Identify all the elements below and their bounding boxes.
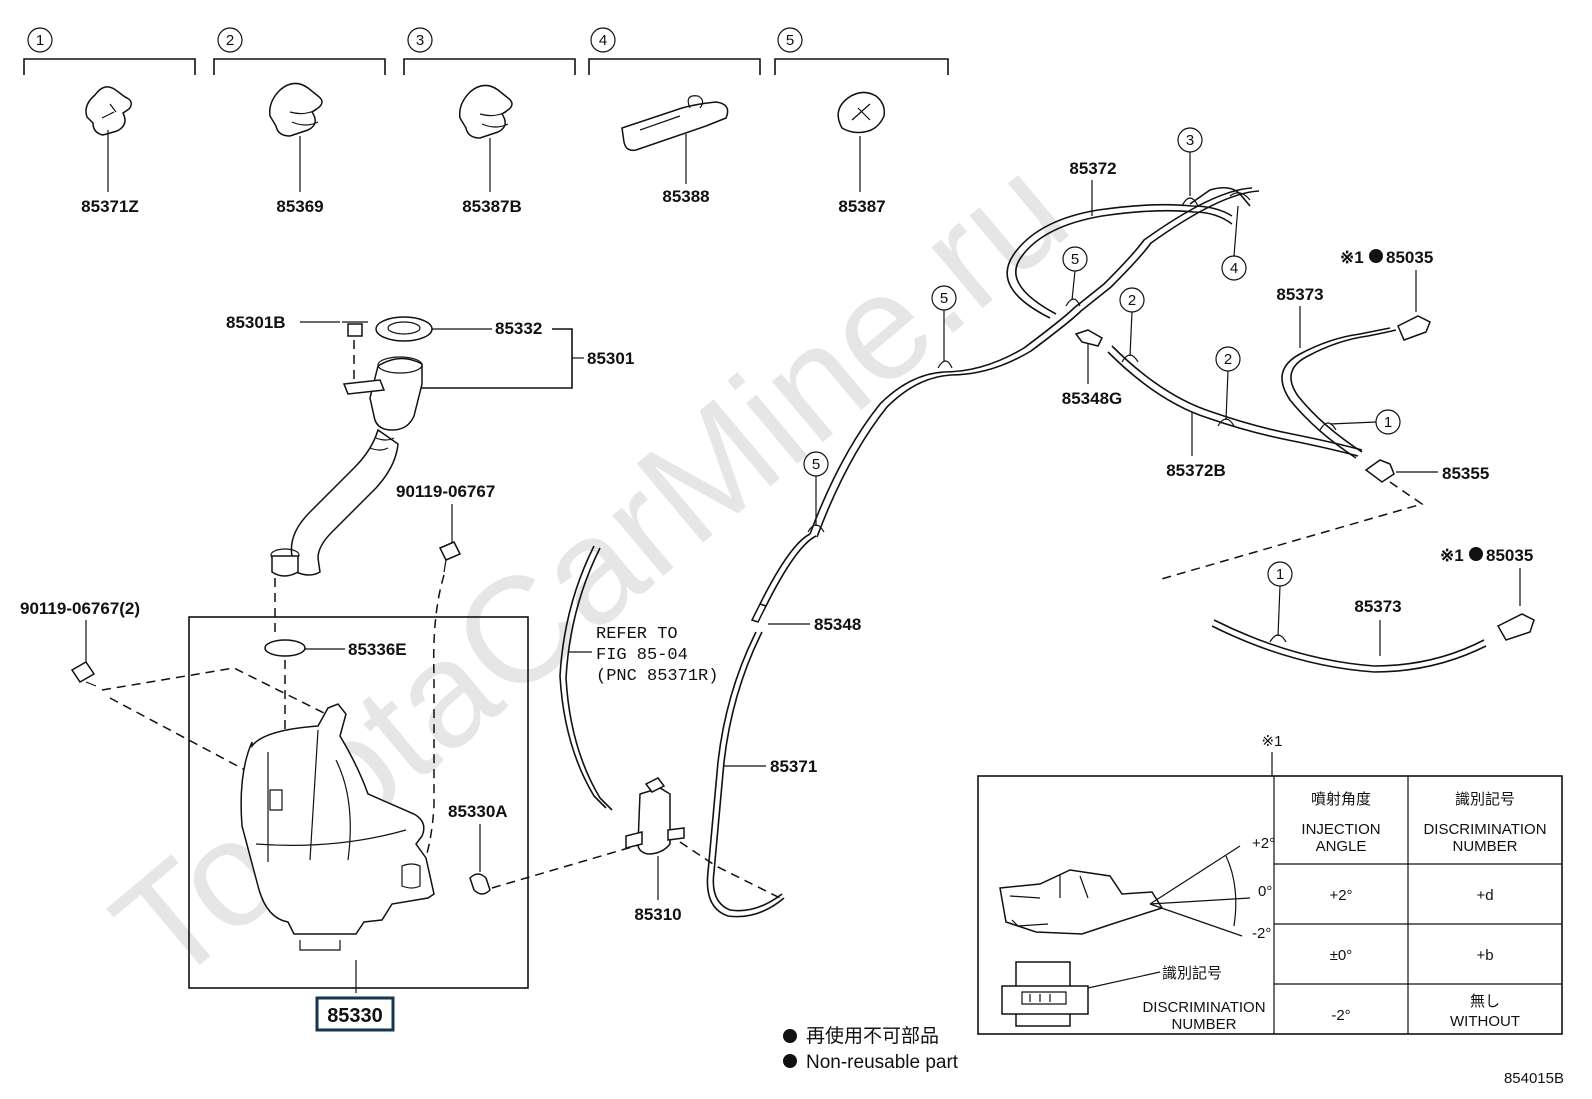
part-85355: 85355 [1442, 464, 1489, 483]
part-85310: 85310 [634, 905, 681, 924]
circle-label: 4 [599, 32, 607, 49]
note-mark-top: ※1 [1340, 248, 1364, 267]
part-85369: 85369 [276, 197, 323, 216]
part-85348G: 85348G [1062, 389, 1123, 408]
hose-85373-top: 85373 1 [1276, 285, 1401, 459]
legend-jp: 再使用不可部品 [806, 1025, 939, 1047]
col2-jp: 識別記号 [1455, 791, 1515, 808]
clip-type-2: 2 85369 [213, 27, 386, 216]
part-85372B: 85372B [1166, 461, 1226, 480]
part-90119-06767: 90119-06767 [396, 482, 495, 501]
grommet-85330A: 85330A [448, 802, 643, 895]
clip-type-4: 4 85388 [588, 27, 761, 206]
legend: 再使用不可部品 Non-reusable part [783, 1025, 959, 1073]
refer-line2: FIG 85-04 [596, 646, 688, 665]
reservoir-box: 85336E [188, 578, 529, 993]
circle-2a: 2 [1128, 292, 1136, 309]
filler-neck-assembly: 85301B 85332 85301 [226, 313, 634, 577]
row2-mark: +b [1476, 947, 1493, 964]
bolt-90119-top: 90119-06767 [396, 482, 495, 876]
clip-type-5: 5 85387 [774, 27, 949, 216]
hose-85373-bottom: 85373 1 [1211, 561, 1487, 673]
part-85373-bottom: 85373 [1354, 597, 1401, 616]
circle-5b: 5 [940, 290, 948, 307]
hose-85372: 85372 3 4 5 5 5 [803, 127, 1260, 538]
col1-jp: 噴射角度 [1311, 791, 1371, 808]
part-85035-top: 85035 [1386, 248, 1433, 267]
refer-note-hose: REFER TO FIG 85-04 (PNC 85371R) [559, 545, 718, 811]
pump-85310: 85310 [625, 777, 785, 924]
part-85330-box: 85330 [315, 996, 395, 1032]
row3-mark: WITHOUT [1450, 1013, 1520, 1030]
part-90119-06767-2: 90119-06767(2) [20, 599, 140, 618]
part-85388: 85388 [662, 187, 709, 206]
part-85330: 85330 [327, 1005, 383, 1027]
part-85035-bottom: 85035 [1486, 546, 1533, 565]
nozzle-85035-bottom: ※1 85035 [1440, 546, 1535, 641]
col2-en2: NUMBER [1452, 838, 1517, 855]
angle-zero: 0° [1258, 883, 1272, 900]
legend-en: Non-reusable part [806, 1052, 959, 1073]
part-85371Z: 85371Z [81, 197, 139, 216]
clip-type-1: 1 85371Z [23, 27, 196, 216]
circle-label: 3 [416, 32, 424, 49]
part-85301: 85301 [587, 349, 634, 368]
part-85372: 85372 [1069, 159, 1116, 178]
part-85373-top: 85373 [1276, 285, 1323, 304]
part-85336E: 85336E [348, 640, 407, 659]
note-mark-bottom: ※1 [1440, 546, 1464, 565]
figure-id: 854015B [1504, 1070, 1564, 1087]
col1-en1: INJECTION [1301, 821, 1380, 838]
part-85387B: 85387B [462, 197, 522, 216]
circle-label: 2 [226, 32, 234, 49]
connector-85348G: 85348G [1062, 329, 1123, 408]
hose-85371: 85371 85348 [706, 533, 861, 918]
angle-minus: -2° [1252, 925, 1271, 942]
disc-en1: DISCRIMINATION [1142, 999, 1265, 1016]
part-85330A: 85330A [448, 802, 508, 821]
clip-type-3: 3 85387B [403, 27, 576, 216]
col1-en2: ANGLE [1316, 838, 1367, 855]
angle-plus: +2° [1252, 835, 1275, 852]
row1-mark: +d [1476, 887, 1493, 904]
table-mark: ※1 [1262, 733, 1283, 750]
part-85387: 85387 [838, 197, 885, 216]
row1-angle: +2° [1329, 887, 1352, 904]
part-85301B: 85301B [226, 313, 286, 332]
circle-label: 1 [36, 32, 44, 49]
part-85371: 85371 [770, 757, 817, 776]
circle-5c: 5 [812, 456, 820, 473]
circle-1a: 1 [1384, 414, 1392, 431]
disc-jp: 識別記号 [1162, 965, 1222, 982]
row3-angle: -2° [1331, 1007, 1350, 1024]
col2-en1: DISCRIMINATION [1423, 821, 1546, 838]
circle-4: 4 [1230, 260, 1238, 277]
circle-1b: 1 [1276, 566, 1284, 583]
joint-85355: 85355 [1157, 459, 1489, 581]
hose-85372B: 2 2 85372B [1107, 287, 1363, 480]
circle-5a: 5 [1071, 251, 1079, 268]
part-85348: 85348 [814, 615, 861, 634]
injection-angle-table: ※1 噴射角度 INJECTION ANGLE 識別記号 DISCRIMINAT… [977, 733, 1563, 1035]
bolt-90119-left: 90119-06767(2) [20, 599, 331, 779]
nozzle-85035-top: ※1 85035 [1340, 248, 1433, 341]
row2-angle: ±0° [1330, 947, 1353, 964]
circle-2b: 2 [1224, 351, 1232, 368]
part-85332: 85332 [495, 319, 542, 338]
row3-mark-jp: 無し [1470, 993, 1500, 1010]
refer-line3: (PNC 85371R) [596, 667, 718, 686]
refer-line1: REFER TO [596, 625, 678, 644]
circle-label: 5 [786, 32, 794, 49]
disc-en2: NUMBER [1171, 1016, 1236, 1033]
circle-3: 3 [1186, 132, 1194, 149]
